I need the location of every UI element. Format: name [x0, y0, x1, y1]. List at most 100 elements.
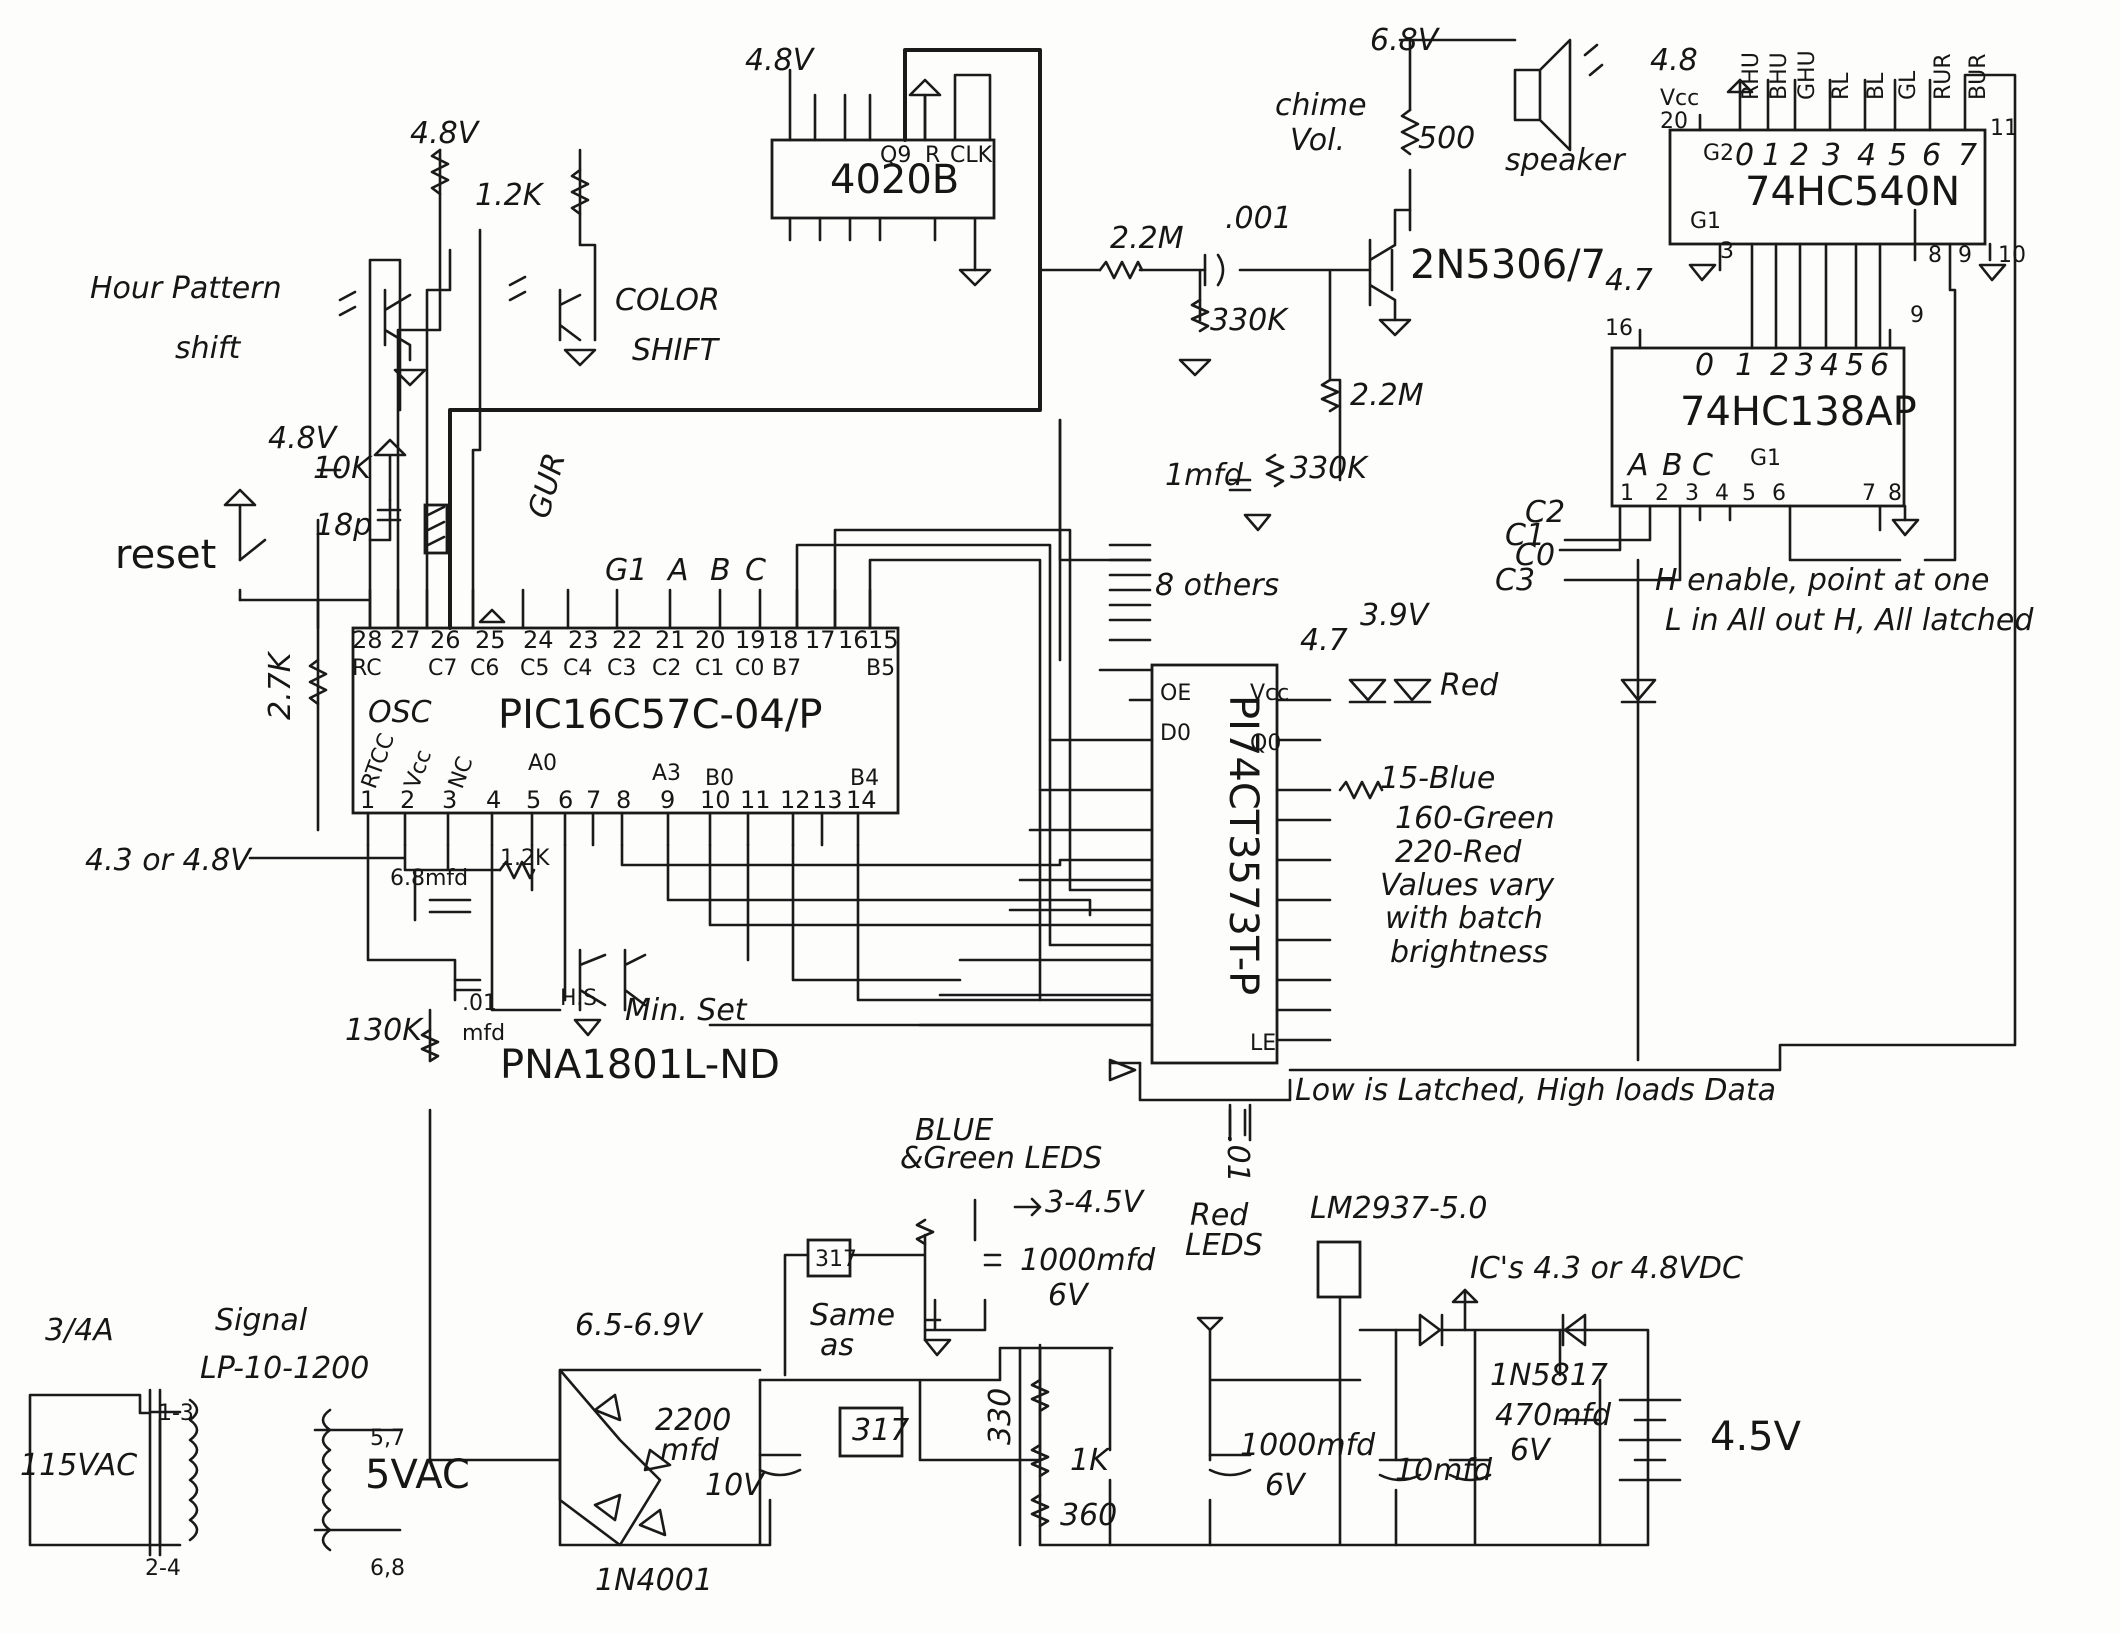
hc138-num-0: 0 — [1695, 348, 1714, 383]
pic-top-pin-numbers: 28 27 26 25 24 23 22 21 20 19 18 17 16 1… — [352, 626, 899, 654]
label-a: A — [1626, 448, 1649, 483]
ground-573 — [1108, 1058, 1137, 1082]
label-as: as — [820, 1328, 854, 1363]
label-lm2937: LM2937-5.0 — [1310, 1191, 1487, 1226]
hc138-pin-5: 5 — [1742, 481, 1756, 506]
hc138-pin-7: 7 — [1862, 481, 1876, 506]
phototransistor-min — [623, 948, 647, 1012]
hc540-num-6: 6 — [1922, 138, 1941, 173]
hc138-pin-3: 3 — [1685, 481, 1699, 506]
pic-pin-3: 3 — [442, 786, 457, 814]
label-c0: C0 — [1515, 538, 1555, 573]
label-v48-a: 4.8V — [410, 116, 481, 151]
label-d0: D0 — [1160, 721, 1191, 746]
hc138-pin-4: 4 — [1715, 481, 1729, 506]
pic16c57-body — [351, 626, 900, 815]
resistor-360 — [1030, 1493, 1050, 1528]
label-g1-138: G1 — [1750, 446, 1781, 471]
hc138-body — [1610, 346, 1906, 508]
ground-2n — [1378, 318, 1412, 337]
label-74hc540n: 74HC540N — [1745, 169, 1960, 215]
label-nc: NC — [444, 754, 478, 792]
label-18p: 18p — [315, 508, 372, 543]
label-clk: CLK — [950, 143, 993, 168]
wires — [28, 38, 2017, 1547]
transistor-2n5306 — [1368, 208, 1412, 322]
label-blue: BLUE — [915, 1113, 993, 1148]
vcc-reset — [223, 488, 257, 562]
label-vol: Vol. — [1290, 123, 1345, 158]
arrow-3-4-5v — [1013, 1197, 1042, 1217]
light-arrows-2 — [508, 275, 527, 302]
label-v48-540: 4.8 — [1650, 43, 1698, 78]
hc138-pin-2: 2 — [1655, 481, 1669, 506]
label-same: Same — [810, 1298, 895, 1333]
hc138-num-5: 5 — [1845, 348, 1864, 383]
label-2-2m-b: 2.2M — [1350, 378, 1424, 413]
pic-pin-13: 13 — [812, 786, 843, 814]
ground-hour — [393, 368, 427, 387]
pic-sig-c2: C2 — [652, 656, 681, 681]
vcc-pic — [478, 608, 506, 624]
label-1n5817: 1N5817 — [1490, 1358, 1608, 1393]
hc540-output-numbers: 0 1 2 3 4 5 6 7 — [1735, 138, 1977, 173]
pic-sig-b5: B5 — [866, 656, 895, 681]
label-p20: 20 — [1660, 109, 1688, 134]
label-330k-b: 330K — [1290, 451, 1369, 486]
hc138-num-6: 6 — [1870, 348, 1889, 383]
hc138-num-3: 3 — [1795, 348, 1814, 383]
label-gur: GUR — [522, 449, 573, 522]
label-pic16c57: PIC16C57C-04/P — [498, 692, 822, 738]
label-brightness: brightness — [1390, 935, 1548, 970]
diode-symbols — [593, 678, 1657, 1537]
resonator-symbol — [423, 503, 449, 555]
resistor-1-2k-b — [498, 860, 536, 880]
diode-1n5817-b — [1561, 1313, 1587, 1347]
pic-pin-20: 20 — [695, 626, 726, 654]
label-10k: 10K — [313, 451, 373, 486]
label-330k-a: 330K — [1210, 303, 1289, 338]
label-10v: 10V — [705, 1468, 766, 1503]
label-minset: Min. Set — [625, 993, 748, 1028]
label-6v-c: 6V — [1510, 1433, 1552, 1468]
ground-color — [563, 348, 597, 367]
label-c01b: .01 — [1220, 1135, 1255, 1183]
pic-pin-22: 22 — [612, 626, 643, 654]
pic-pin-1: 1 — [360, 786, 375, 814]
label-2n5306: 2N5306/7 — [1410, 242, 1606, 288]
label-a3: A3 — [652, 761, 681, 786]
label-p9: 9 — [1958, 243, 1972, 268]
ground-138 — [1891, 518, 1920, 537]
resistor-led-series — [1338, 780, 1384, 800]
pic-pin-7: 7 — [586, 786, 601, 814]
resistor-330k-a — [1190, 298, 1210, 333]
hc540-num-2: 2 — [1790, 138, 1809, 173]
pic-sig-b7: B7 — [772, 656, 801, 681]
label-c1000b: 1000mfd — [1240, 1428, 1376, 1463]
label-chime: chime — [1275, 88, 1367, 123]
pic-sig-c1: C1 — [695, 656, 724, 681]
resistor-symbols — [308, 108, 1420, 1528]
label-speaker: speaker — [1505, 143, 1626, 178]
label-r: R — [925, 143, 940, 168]
label-c2200: 2200 — [655, 1403, 731, 1438]
hc138-num-1: 1 — [1735, 348, 1754, 383]
vcc-ics — [1451, 1288, 1479, 1304]
label-v68: 6.8V — [1370, 23, 1441, 58]
transformer-symbol — [148, 1388, 332, 1557]
hc540-num-1: 1 — [1762, 138, 1781, 173]
label-v47b: 4.7 — [1300, 623, 1348, 658]
label-c-pic: C — [745, 553, 766, 588]
label-c: C — [1692, 448, 1713, 483]
hdr-rur: RUR — [1931, 53, 1956, 100]
hc138-pin-1: 1 — [1620, 481, 1634, 506]
lm317-lower-body — [838, 1406, 904, 1458]
led-diode-2 — [1393, 678, 1432, 704]
pic-top-signal-labels: RC C7 C6 C5 C4 C3 C2 C1 C0 B7 B5 — [352, 656, 895, 681]
label-lm317-a: 317 — [815, 1247, 857, 1272]
bridge-diode-2 — [643, 1448, 672, 1472]
hc540-body — [1668, 128, 1987, 246]
ground-hs — [573, 1018, 602, 1037]
vcc-10k — [373, 438, 407, 502]
pic-pin-11: 11 — [740, 786, 771, 814]
